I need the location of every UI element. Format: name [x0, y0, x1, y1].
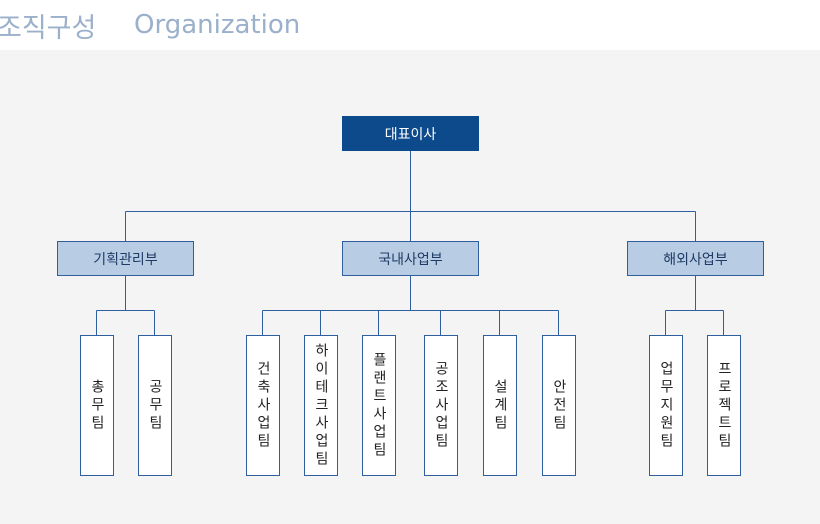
dept-planning-management: 기획관리부	[57, 241, 194, 276]
team-hitech-business: 하이테크사업팀	[304, 335, 338, 476]
team-design: 설계팀	[483, 335, 517, 476]
page-header: 조직구성 Organization	[0, 0, 820, 50]
team-construction-affairs: 공무팀	[138, 335, 172, 476]
team-business-support: 업무지원팀	[649, 335, 683, 476]
team-safety: 안전팀	[542, 335, 576, 476]
team-project: 프로젝트팀	[707, 335, 741, 476]
team-general-affairs: 총무팀	[80, 335, 114, 476]
team-building-business: 건축사업팀	[246, 335, 280, 476]
dept-domestic-business: 국내사업부	[342, 241, 479, 276]
page-title-korean: 조직구성	[0, 13, 97, 44]
dept-overseas-business: 해외사업부	[627, 241, 764, 276]
team-plant-business: 플랜트사업팀	[362, 335, 396, 476]
ceo-box: 대표이사	[342, 116, 479, 151]
page-title-english: Organization	[134, 10, 301, 40]
team-hvac-business: 공조사업팀	[424, 335, 458, 476]
